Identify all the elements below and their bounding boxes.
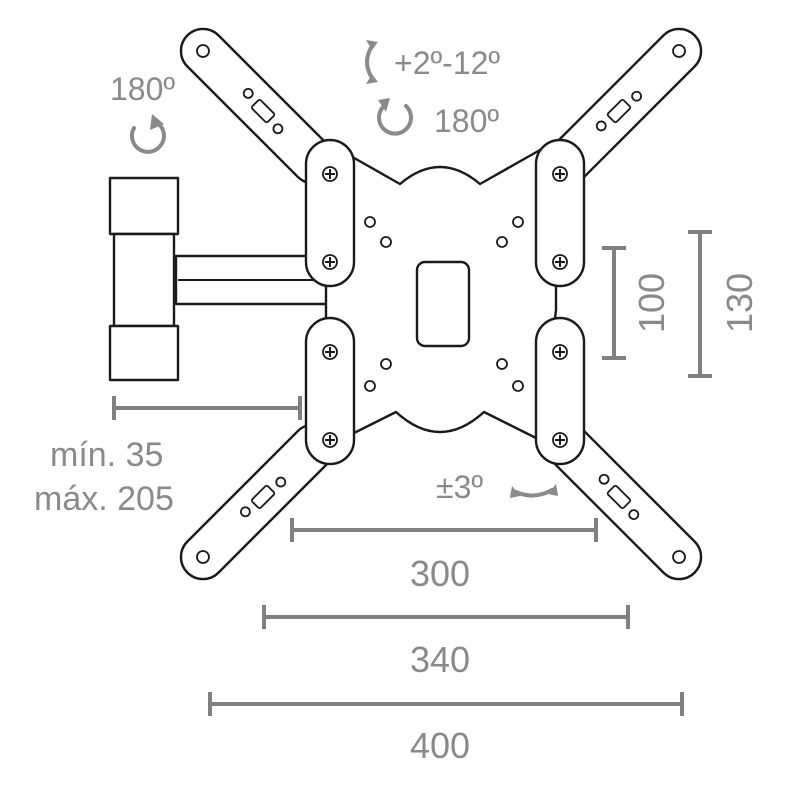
side-bar-left-upper [304, 138, 356, 288]
screw-icon [552, 432, 568, 448]
screw-icon [322, 432, 338, 448]
side-bars [304, 138, 586, 466]
side-bar-left-lower [304, 316, 356, 466]
extension-max-label: máx. 205 [34, 480, 174, 518]
tilt-range-label: +2º-12º [394, 45, 500, 81]
swivel-angle-label: 180º [110, 71, 175, 107]
screw-icon [322, 254, 338, 270]
dimension-min-max-line [112, 396, 302, 420]
screw-icon [322, 166, 338, 182]
screw-icon [322, 344, 338, 360]
rotation-angle-label: 180º [434, 103, 499, 139]
rotation-180-icon [377, 98, 413, 136]
screw-icon [552, 166, 568, 182]
level-adjust-arrow-icon [510, 484, 558, 498]
dimension-340-label: 340 [410, 639, 470, 680]
dimension-300-line [290, 518, 598, 542]
tilt-arrow-icon [365, 40, 378, 84]
mounting-brackets [179, 27, 703, 581]
dimension-130-label: 130 [719, 273, 760, 333]
plate-cutout [415, 260, 471, 348]
wall-plate [108, 176, 180, 382]
swivel-rotation-icon [130, 114, 166, 154]
dimension-100-line [602, 246, 626, 360]
side-bar-right-lower [534, 316, 586, 466]
dimension-400-label: 400 [410, 725, 470, 766]
dimension-340-line [262, 605, 630, 629]
bracket-arm-bottom-right [545, 423, 703, 581]
extension-min-label: mín. 35 [50, 436, 163, 474]
screw-icon [552, 254, 568, 270]
dimension-100-label: 100 [631, 273, 672, 333]
dimension-130-line [688, 230, 712, 378]
level-adjust-label: ±3º [436, 469, 483, 505]
dimension-300-label: 300 [410, 553, 470, 594]
screw-icon [552, 344, 568, 360]
side-bar-right-upper [534, 138, 586, 288]
plate-holes [364, 216, 524, 392]
dimension-400-line [208, 692, 684, 716]
